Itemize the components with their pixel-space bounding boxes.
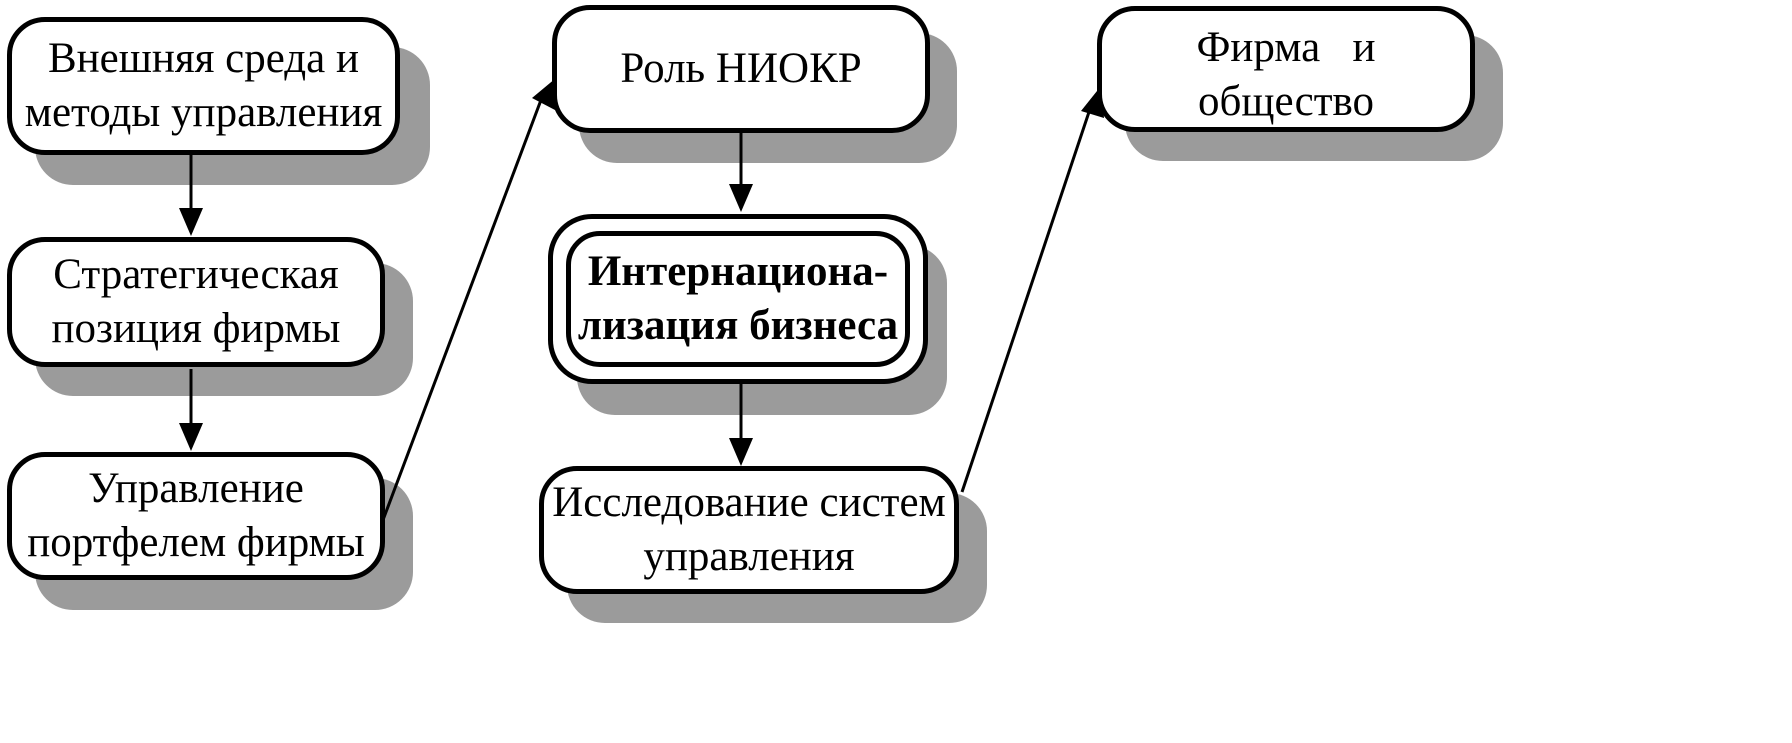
node-label-line: Фирма и	[1196, 24, 1376, 71]
node-internationalization[interactable]: Интернациона- лизация бизнеса	[566, 231, 910, 367]
arrow-research-to-society	[960, 102, 1094, 493]
arrowhead	[729, 184, 753, 212]
node-firm-and-society[interactable]: Фирма и общество	[1097, 6, 1475, 132]
node-strategic-position[interactable]: Стратегическая позиция фирмы	[7, 237, 385, 367]
arrow-portfolio-to-rnd	[381, 91, 546, 521]
node-label-line: управления	[643, 533, 855, 580]
node-label-line: Исследование систем	[552, 479, 946, 526]
node-systems-research[interactable]: Исследование систем управления	[539, 466, 959, 594]
node-label-line: общество	[1197, 78, 1375, 125]
node-label-line: Роль НИОКР	[620, 45, 862, 92]
node-label-line: методы управления	[24, 89, 383, 136]
node-label-line: Стратегическая	[53, 251, 339, 298]
node-label-line: портфелем фирмы	[27, 519, 365, 566]
node-label-line: Внешняя среда и	[47, 35, 360, 82]
node-rnd-role[interactable]: Роль НИОКР	[552, 5, 930, 133]
arrowhead	[532, 78, 556, 110]
node-label-line: позиция фирмы	[51, 305, 341, 352]
node-external-environment[interactable]: Внешняя среда и методы управления	[7, 17, 400, 155]
node-label-line: Интернациона-	[587, 248, 889, 295]
arrowhead	[729, 438, 753, 466]
node-portfolio-management[interactable]: Управление портфелем фирмы	[7, 452, 385, 580]
arrowhead	[179, 208, 203, 236]
node-label-line: лизация бизнеса	[577, 302, 899, 349]
node-label-line: Управление	[88, 465, 304, 512]
arrowhead	[179, 423, 203, 451]
